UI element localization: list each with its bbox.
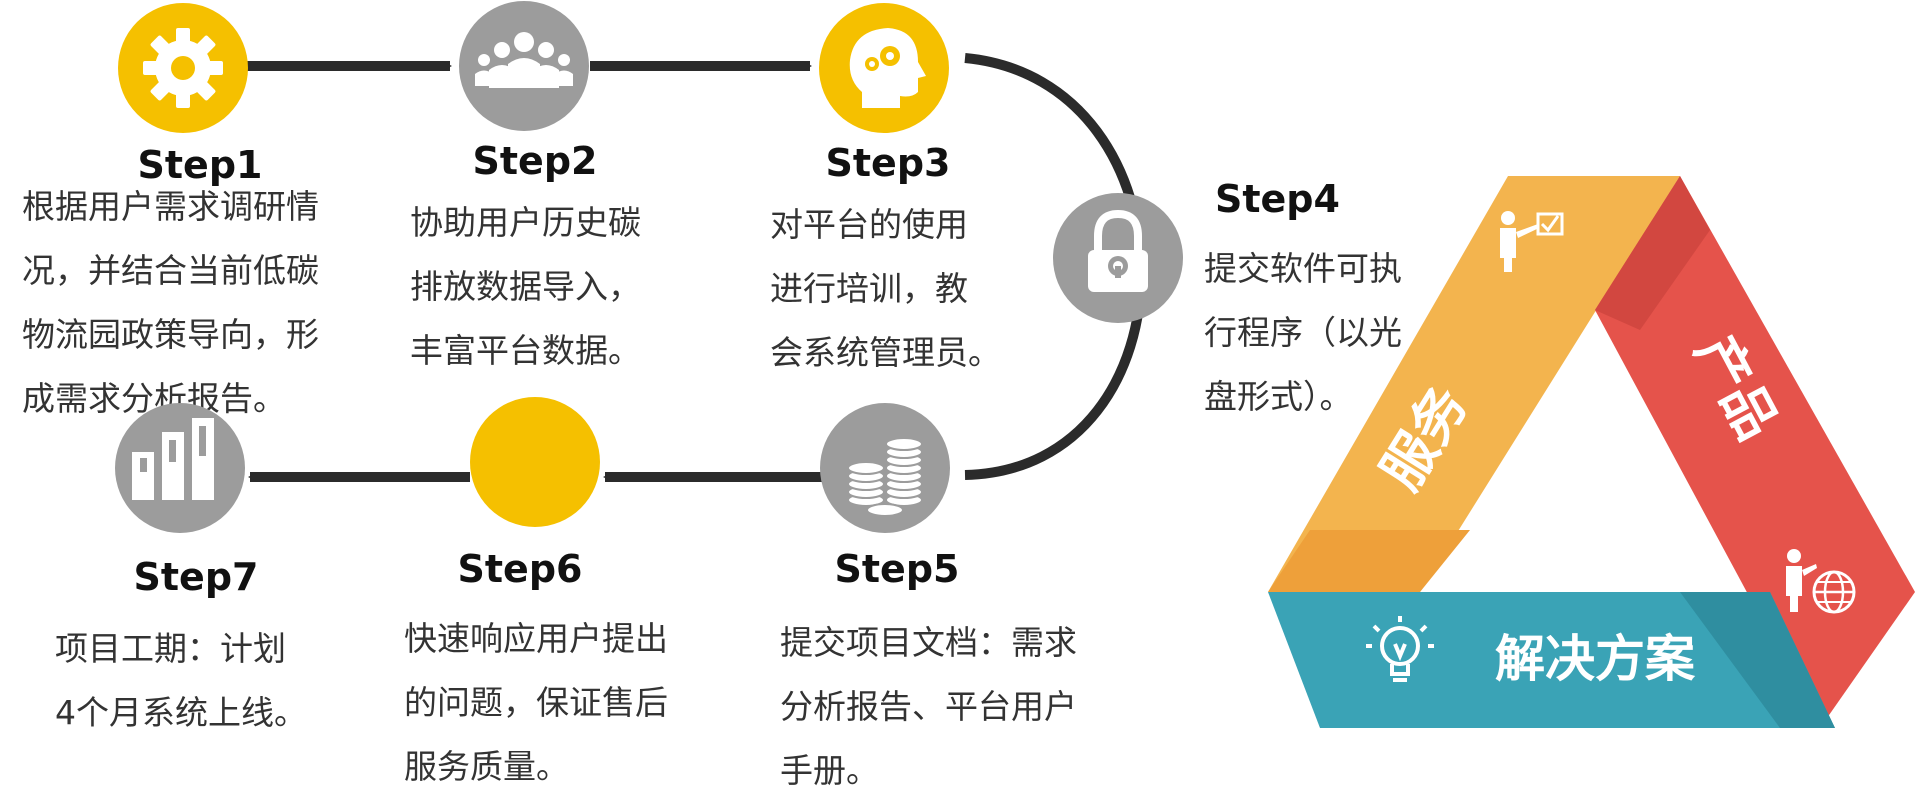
step-2-desc-line: 排放数据导入， — [410, 267, 641, 306]
step-4-label: Step4 — [1215, 177, 1340, 221]
step-1-desc-line: 物流园政策导向，形 — [22, 315, 319, 354]
step-4-desc-line: 提交软件可执 — [1204, 249, 1402, 288]
triangle-bottom-label: 解决方案 — [1495, 630, 1696, 688]
step-6-desc-line: 服务质量。 — [404, 747, 569, 786]
step-3-label: Step3 — [826, 141, 951, 185]
step-1-label: Step1 — [138, 143, 263, 187]
step-5-desc-line: 手册。 — [780, 751, 879, 790]
step-6-label: Step6 — [458, 547, 583, 591]
step-2-desc-line: 协助用户历史碳 — [410, 203, 641, 242]
triangle-left-band-shade — [1268, 530, 1470, 592]
step-6-desc-line: 快速响应用户提出 — [404, 619, 668, 658]
step-3-desc-line: 进行培训，教 — [770, 269, 968, 308]
step-1-desc-line: 根据用户需求调研情 — [22, 187, 319, 226]
step-7-desc-line: 4个月系统上线。 — [55, 693, 307, 732]
step-2-desc-line: 丰富平台数据。 — [410, 331, 641, 370]
connectors — [245, 58, 1141, 477]
step-5-label: Step5 — [835, 547, 960, 591]
gear-icon — [143, 28, 223, 108]
step-5-desc-line: 提交项目文档：需求 — [780, 623, 1077, 662]
step-3-desc-line: 会系统管理员。 — [770, 333, 1001, 372]
step-4: Step4 提交软件可执 行程序（以光 盘形式）。 — [1053, 177, 1402, 416]
step-3-desc-line: 对平台的使用 — [770, 205, 968, 244]
step-5-desc-line: 分析报告、平台用户 — [780, 687, 1077, 726]
step-2: Step2 协助用户历史碳 排放数据导入， 丰富平台数据。 — [410, 1, 641, 370]
step-7-desc-line: 项目工期：计划 — [55, 629, 286, 668]
step-6: Step6 快速响应用户提出 的问题，保证售后 服务质量。 — [404, 397, 668, 786]
step-7-label: Step7 — [134, 555, 259, 599]
step-1-desc-line: 况，并结合当前低碳 — [22, 251, 319, 290]
step-2-label: Step2 — [473, 139, 598, 183]
step-4-desc-line: 盘形式）。 — [1204, 377, 1353, 416]
step-7: Step7 项目工期：计划 4个月系统上线。 — [55, 403, 307, 732]
step-6-desc-line: 的问题，保证售后 — [404, 683, 668, 722]
step-6-circle — [470, 397, 600, 527]
step-4-desc-line: 行程序（以光 — [1204, 313, 1402, 352]
